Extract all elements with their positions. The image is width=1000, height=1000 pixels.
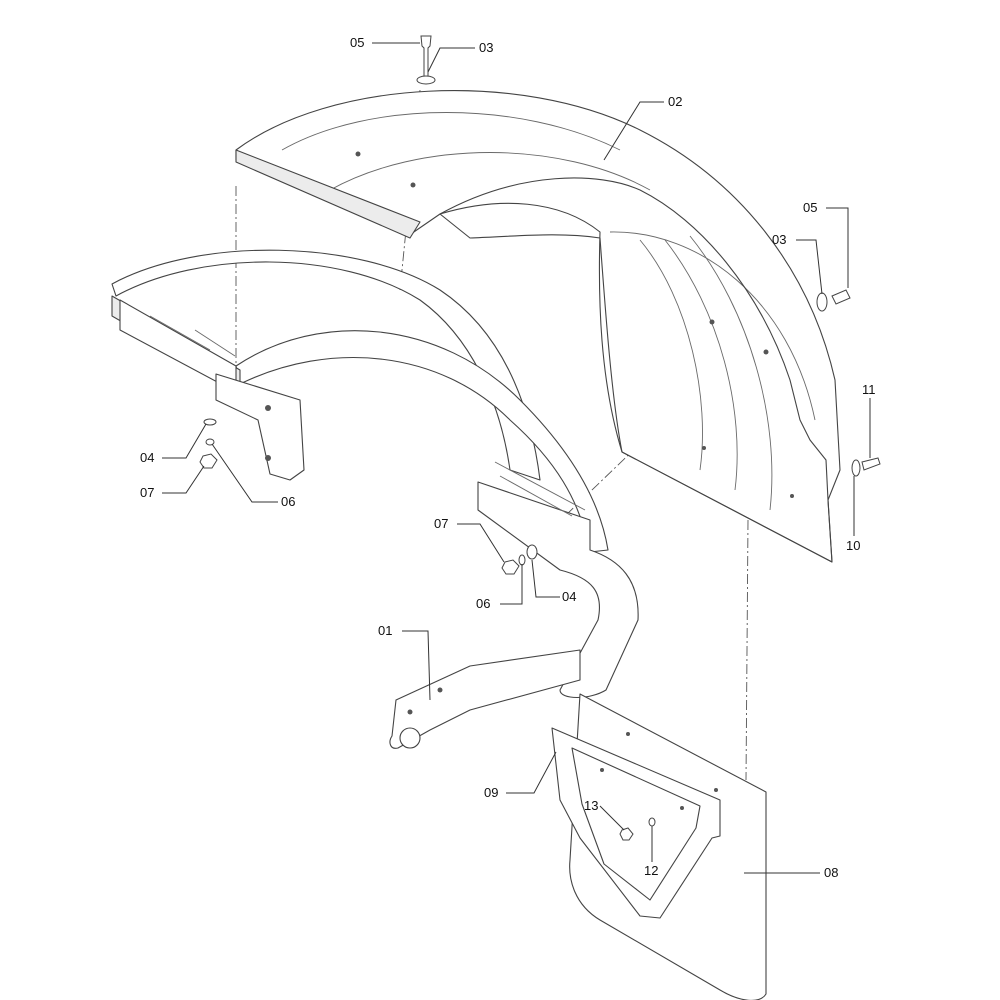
callout-08: 08 xyxy=(824,865,838,880)
callout-04-center: 04 xyxy=(562,589,576,604)
leader-lines xyxy=(162,42,871,874)
callout-10: 10 xyxy=(846,538,860,553)
callout-07-left: 07 xyxy=(140,485,154,500)
callout-09: 09 xyxy=(484,785,498,800)
callout-01: 01 xyxy=(378,623,392,638)
mudflap-assembly xyxy=(551,693,767,1000)
callout-11: 11 xyxy=(862,382,876,397)
callout-03-right: 03 xyxy=(772,232,786,247)
callout-06-center: 06 xyxy=(476,596,490,611)
callout-02: 02 xyxy=(668,94,682,109)
hardware xyxy=(199,35,881,841)
callout-labels: 05 03 02 05 03 11 10 04 07 06 07 06 04 0… xyxy=(140,35,876,880)
fender-shell xyxy=(235,90,841,563)
callout-05-right: 05 xyxy=(803,200,817,215)
callout-06-left: 06 xyxy=(281,494,295,509)
callout-07-center: 07 xyxy=(434,516,448,531)
callout-04-left: 04 xyxy=(140,450,154,465)
callout-05-top: 05 xyxy=(350,35,364,50)
callout-13: 13 xyxy=(584,798,598,813)
frame-arch xyxy=(111,249,639,749)
callout-12: 12 xyxy=(644,863,658,878)
callout-03-top: 03 xyxy=(479,40,493,55)
